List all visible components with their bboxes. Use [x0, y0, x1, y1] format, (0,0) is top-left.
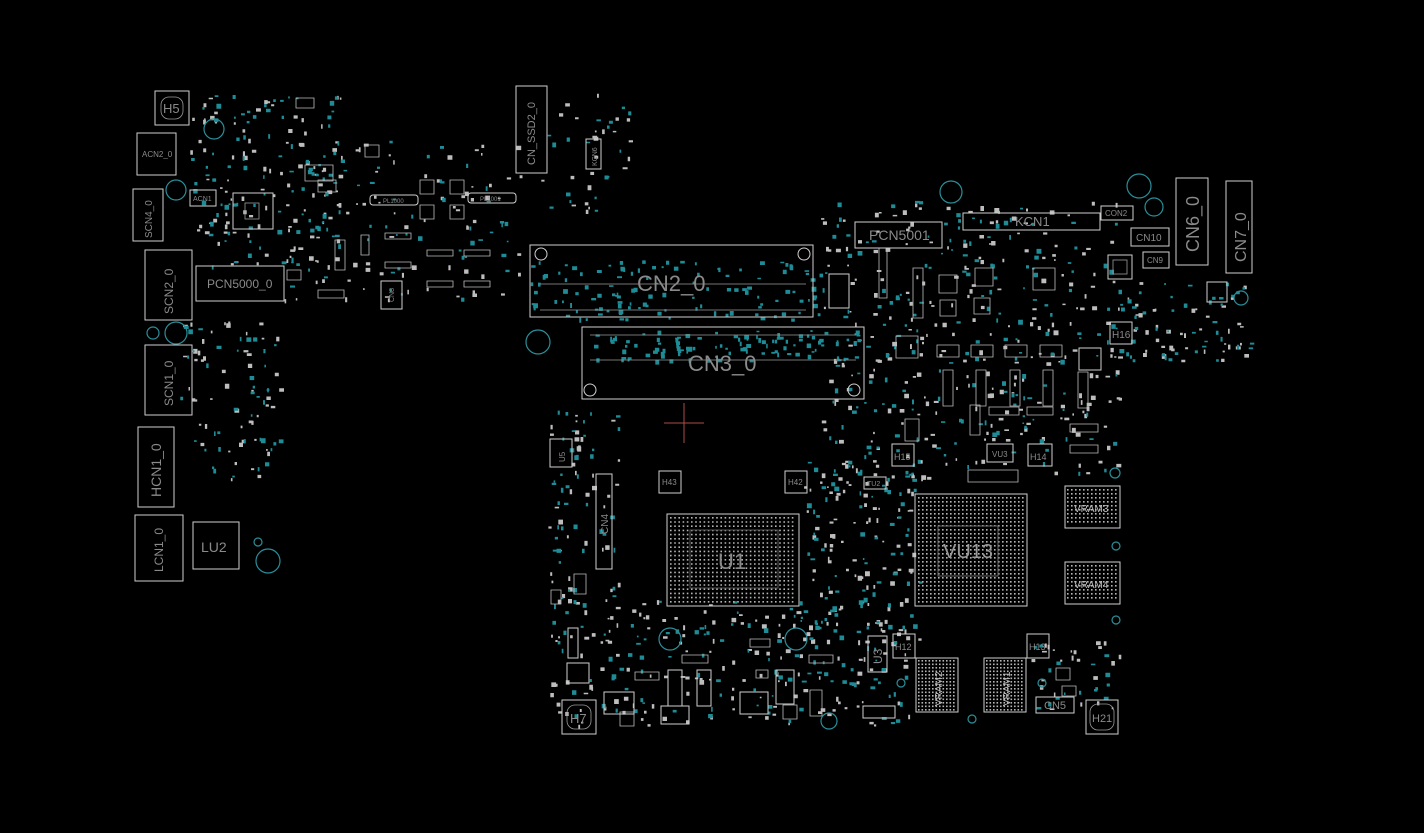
cn9-label: CN9 — [1147, 256, 1164, 265]
pl1000-label: PL1000 — [383, 199, 404, 205]
h7-label: H7 — [570, 711, 587, 726]
teal-pads — [180, 95, 1255, 725]
h12-label: H12 — [895, 642, 912, 652]
vu13-label: VU13 — [943, 541, 993, 563]
pcn5000-label: PCN5000_0 — [207, 277, 273, 291]
cn3-label: CN3_0 — [688, 351, 756, 376]
cn10-label: CN10 — [1136, 233, 1162, 244]
center-cluster: H43 H42 CN4 U5 U1 — [549, 403, 808, 607]
h5-label: H5 — [163, 101, 180, 116]
acn1-label: ACN1 — [193, 196, 212, 203]
con2-label: CON2 — [1105, 209, 1128, 218]
small-component-outlines — [286, 97, 1099, 727]
u5-label: U5 — [558, 451, 567, 462]
pl1001-label: PL1001 — [480, 197, 501, 203]
cn-ssd2-label: CN_SSD2_0 — [526, 102, 538, 165]
bottom-cluster: U3 H12 H13 VRAM2 VRAM1 CN5 H21 H7 — [561, 627, 1119, 735]
h15-label: H15 — [894, 452, 911, 462]
scn1-label: SCN1_0 — [162, 360, 176, 406]
vram1-label: VRAM1 — [1002, 671, 1013, 706]
cn5-label: CN5 — [1044, 700, 1066, 712]
acn2-label: ACN2_0 — [142, 150, 173, 159]
vram4-label: VRAM4 — [1074, 580, 1109, 591]
h16-label: H16 — [1112, 330, 1131, 341]
right-top-cluster: PCN5001 KCN1 CON2 CN10 CN9 CN6_0 CN7_0 H… — [828, 173, 1253, 371]
cn2-label: CN2_0 — [637, 271, 705, 296]
h21-label: H21 — [1092, 713, 1112, 725]
h42-label: H42 — [788, 478, 803, 487]
right-middle-cluster: H15 VU3 H14 TU2 VRAM3 VRAM4 VU13 — [863, 443, 1121, 625]
left-connector-cluster: H5 ACN2_0 ACN1 SCN4_0 SCN2_0 PCN5000_0 S… — [132, 90, 285, 582]
top-middle-cluster: CN_SSD2_0 KCN6 PL1000 PL1001 CN8 CN2_0 C… — [369, 85, 865, 400]
h14-label: H14 — [1030, 452, 1047, 462]
kcn6-label: KCN6 — [592, 147, 599, 166]
cn6-label: CN6_0 — [1183, 196, 1204, 252]
vu3-label: VU3 — [992, 450, 1008, 459]
u3-label: U3 — [871, 648, 885, 664]
tu2-label: TU2 — [867, 481, 880, 488]
cn8-label: CN8 — [389, 288, 396, 302]
kcn1-label: KCN1 — [1015, 214, 1050, 229]
vram3-label: VRAM3 — [1074, 504, 1109, 515]
pcn5001-label: PCN5001 — [869, 227, 930, 243]
u1-label: U1 — [718, 549, 746, 574]
lcn1-label: LCN1_0 — [152, 528, 166, 572]
pad-scatter — [180, 93, 1255, 730]
white-pads — [183, 93, 1250, 730]
h13-label: H13 — [1029, 642, 1046, 652]
cn7-label: CN7_0 — [1233, 212, 1250, 262]
vram2-label: VRAM2 — [934, 671, 945, 706]
lu2-label: LU2 — [201, 539, 227, 555]
h43-label: H43 — [662, 478, 677, 487]
cn4-label: CN4 — [600, 514, 611, 534]
hcn1-label: HCN1_0 — [148, 443, 164, 497]
scn2-label: SCN2_0 — [162, 268, 176, 314]
scn4-label: SCN4_0 — [144, 200, 155, 238]
